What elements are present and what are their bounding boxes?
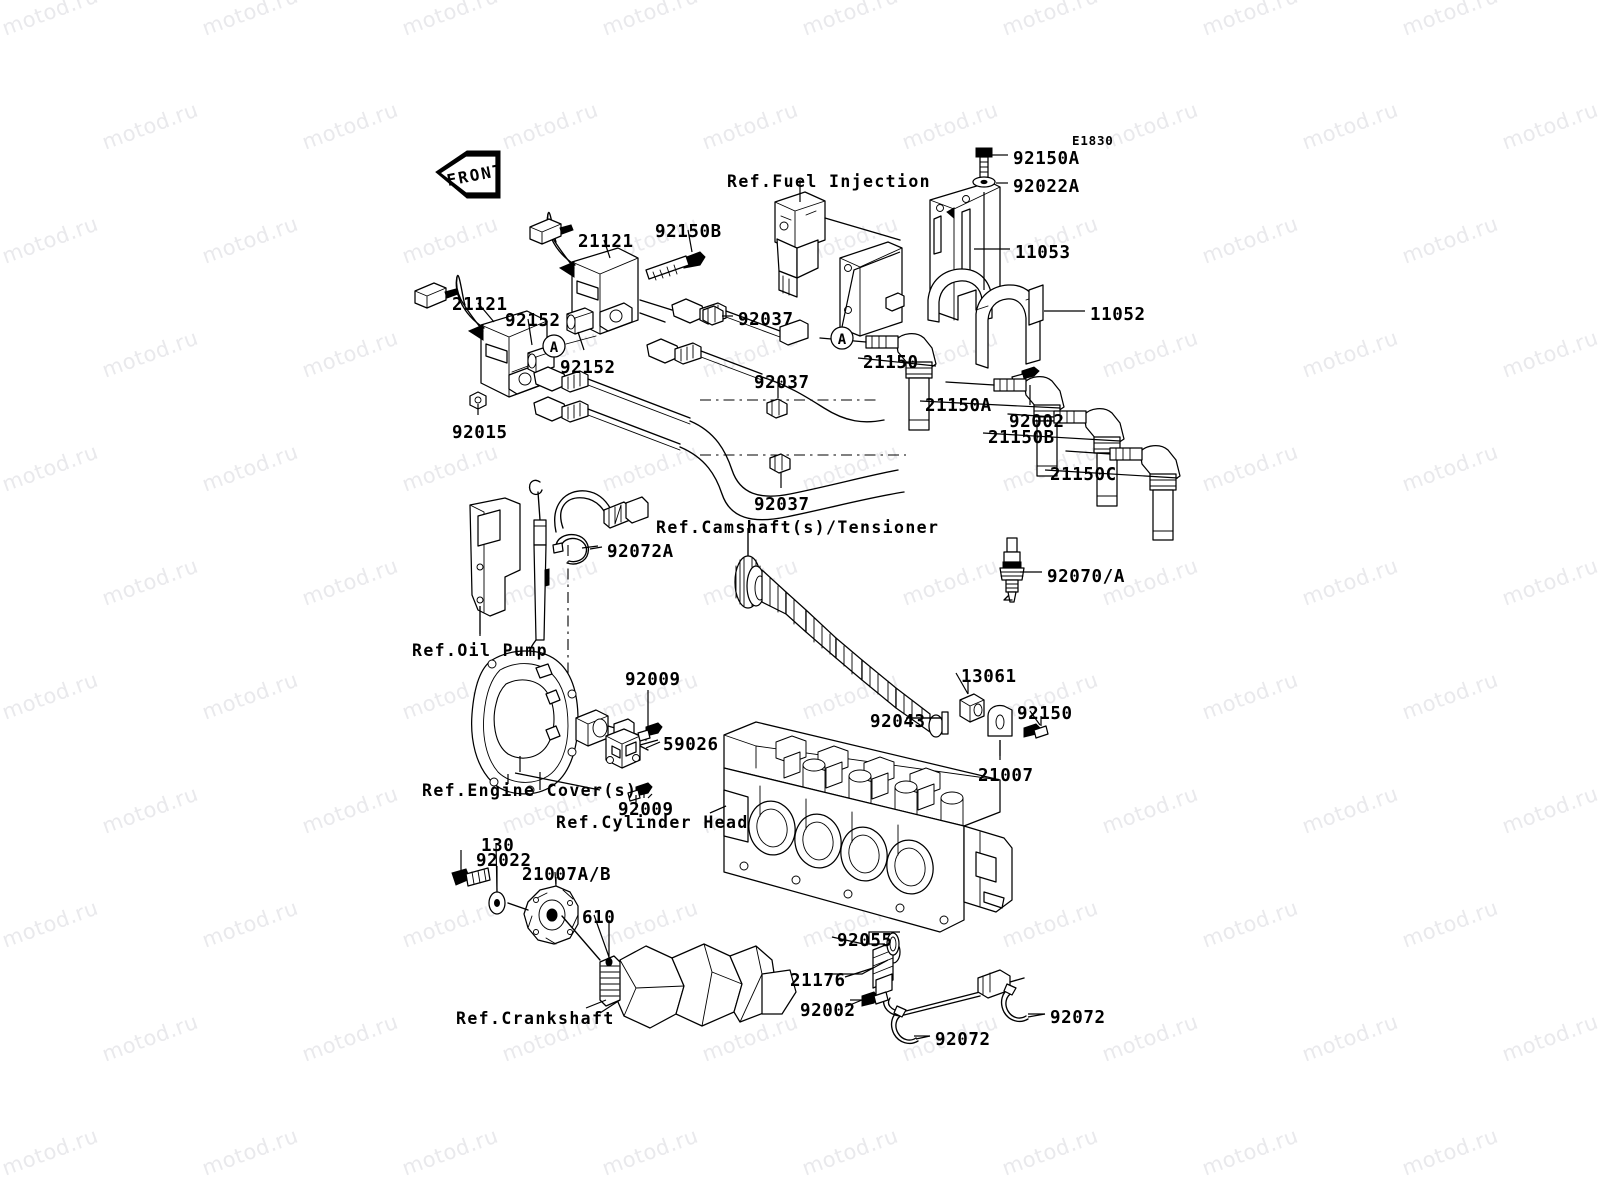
hose-clamp-92072-left (890, 1005, 930, 1045)
rotor-21007 (987, 704, 1013, 756)
svg-text:A: A (838, 332, 847, 348)
part-number-label[interactable]: 92072A (607, 542, 674, 562)
oil-dipstick (527, 479, 550, 661)
part-number-label[interactable]: 21176 (790, 971, 846, 991)
coil-clamp-11052 (975, 284, 1044, 369)
part-number-label[interactable]: 13061 (961, 667, 1017, 687)
part-number-label[interactable]: 92009 (618, 800, 674, 820)
part-number-label[interactable]: 92037 (754, 495, 810, 515)
wire-clip-92037-3 (769, 453, 791, 474)
part-number-label[interactable]: 92043 (870, 712, 926, 732)
part-number-label[interactable]: 92072 (1050, 1008, 1106, 1028)
reference-label[interactable]: Ref.Cylinder Head (556, 813, 749, 832)
pin-610 (561, 915, 613, 967)
part-number-label[interactable]: 92055 (837, 931, 893, 951)
part-number-label[interactable]: 92070/A (1047, 567, 1125, 587)
part-number-label[interactable]: 610 (582, 908, 616, 928)
o-ring-92055 (868, 932, 900, 956)
diagram-code: E1830 (1072, 133, 1114, 148)
spark-plug-cap-21150C (1065, 445, 1181, 541)
bolt-92002-lower (850, 991, 889, 1007)
wire-clip-92037-2 (766, 398, 788, 419)
front-direction-arrow: FRONT (435, 150, 506, 199)
part-number-label[interactable]: 92022A (1013, 177, 1080, 197)
part-number-label[interactable]: 130 (481, 836, 515, 856)
pickup-coil-59026 (575, 709, 649, 769)
part-number-label[interactable]: 92022 (476, 851, 532, 871)
cylinder-head (723, 721, 1013, 933)
bolt-130 (451, 850, 491, 887)
part-number-label[interactable]: 11052 (1090, 305, 1146, 325)
bolt-92009-lower (627, 782, 653, 802)
part-number-label[interactable]: 92015 (452, 423, 508, 443)
part-number-label[interactable]: 21150C (1050, 465, 1117, 485)
part-number-label[interactable]: 92002 (800, 1001, 856, 1021)
spark-plug-cap-21150 (819, 333, 937, 431)
bolt-92150-cam (1023, 716, 1049, 739)
leader-lines (477, 154, 1179, 1040)
part-number-label[interactable]: 92152 (505, 311, 561, 331)
svg-text:A: A (550, 340, 559, 356)
coil-bracket-11053 (839, 181, 1001, 337)
plug-cap-boot-4 (533, 396, 681, 451)
spark-plug-92070 (999, 537, 1025, 603)
reference-label[interactable]: Ref.Crankshaft (456, 1009, 615, 1028)
part-number-label[interactable]: 92009 (625, 670, 681, 690)
part-number-label[interactable]: 11053 (1015, 243, 1071, 263)
reference-label[interactable]: Ref.Oil Pump (412, 641, 549, 660)
oil-pump-plate (469, 497, 521, 636)
reference-label[interactable]: Ref.Engine Cover(s) (422, 781, 638, 800)
hose-clamp-92072-right (1000, 983, 1045, 1023)
bolt-92150B (645, 251, 706, 281)
wire-clip-92037-1 (702, 305, 724, 326)
reference-label[interactable]: Ref.Camshaft(s)/Tensioner (656, 518, 940, 537)
callout-marker-a-left: A (542, 334, 566, 358)
hose-clamp-92072A (552, 533, 590, 565)
part-number-label[interactable]: 21150 (863, 353, 919, 373)
part-number-label[interactable]: 92037 (754, 373, 810, 393)
reference-label[interactable]: Ref.Fuel Injection (727, 172, 932, 191)
part-number-label[interactable]: 92150B (655, 222, 722, 242)
part-number-label[interactable]: 21007 (978, 766, 1034, 786)
part-number-label[interactable]: 59026 (663, 735, 719, 755)
breather-hose (554, 490, 649, 533)
washer-92022A (972, 176, 996, 188)
part-number-label[interactable]: 92150 (1017, 704, 1073, 724)
plug-cap-boot-2 (646, 338, 763, 381)
washer-92022 (488, 866, 506, 915)
part-number-label[interactable]: 92002 (1009, 412, 1065, 432)
part-number-label[interactable]: 92072 (935, 1030, 991, 1050)
camshaft (734, 528, 944, 738)
part-number-label[interactable]: 21121 (452, 295, 508, 315)
part-number-label[interactable]: 92150A (1013, 149, 1080, 169)
part-number-label[interactable]: 92152 (560, 358, 616, 378)
callout-marker-a-right: A (830, 326, 854, 350)
spark-plug-cap-21150A (945, 376, 1065, 477)
plug-cap-boot-3 (533, 366, 691, 425)
fuel-injection-unit (774, 191, 901, 298)
engine-cover (471, 650, 579, 795)
cam-end-cap-13061 (959, 680, 985, 723)
starter-gear-21007AB (523, 877, 579, 945)
spark-plug-cap-21150B (1007, 408, 1125, 507)
grommet-92152-upper (566, 307, 594, 335)
part-number-label[interactable]: 21007A/B (522, 865, 612, 885)
part-number-label[interactable]: 92037 (738, 310, 794, 330)
part-number-label[interactable]: 21150B (988, 428, 1055, 448)
part-number-label[interactable]: 21150A (925, 396, 992, 416)
bolt-92009-upper (637, 690, 663, 742)
part-number-label[interactable]: 21121 (578, 232, 634, 252)
crankshaft-assembly (585, 943, 797, 1029)
